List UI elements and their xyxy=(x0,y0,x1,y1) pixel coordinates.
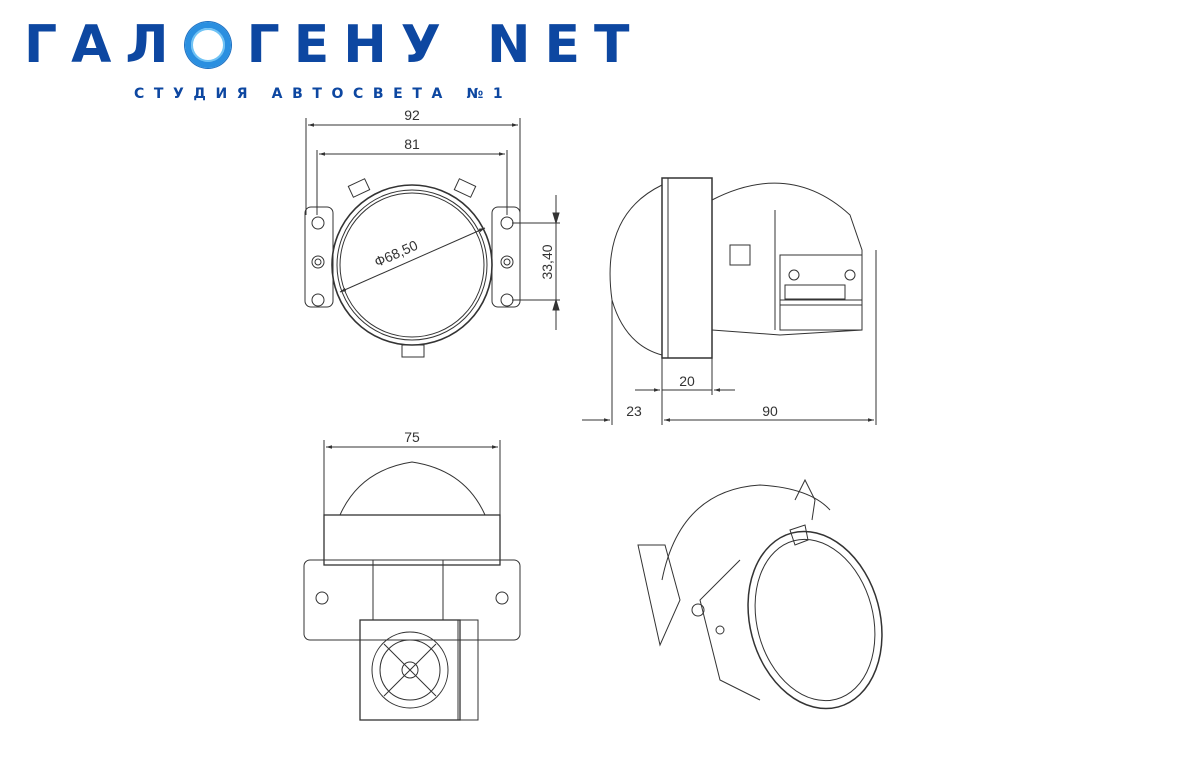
dim-side-flange: 20 xyxy=(679,373,695,389)
logo-text-part2: ГЕНУ NET xyxy=(246,15,644,75)
logo-ring-icon xyxy=(184,22,231,68)
logo-tagline: СТУДИЯ АВТОСВЕТА №1 xyxy=(134,86,513,102)
dim-lens-diameter: Ф68,50 xyxy=(372,237,420,270)
dim-mount-spacing: 33,40 xyxy=(539,244,555,279)
dim-side-lens-protrusion: 23 xyxy=(626,403,642,419)
dim-side-depth: 90 xyxy=(762,403,778,419)
bottom-view xyxy=(303,440,521,721)
dim-bottom-width: 75 xyxy=(404,429,420,445)
perspective-view xyxy=(637,478,883,710)
front-view xyxy=(304,118,560,358)
dim-front-width-total: 92 xyxy=(404,107,420,123)
logo-text-part1: ГАЛ xyxy=(24,15,183,75)
side-view xyxy=(582,177,877,425)
dim-front-width-mounts: 81 xyxy=(404,136,420,152)
brand-logo: ГАЛ ГЕНУ NET xyxy=(24,15,644,75)
